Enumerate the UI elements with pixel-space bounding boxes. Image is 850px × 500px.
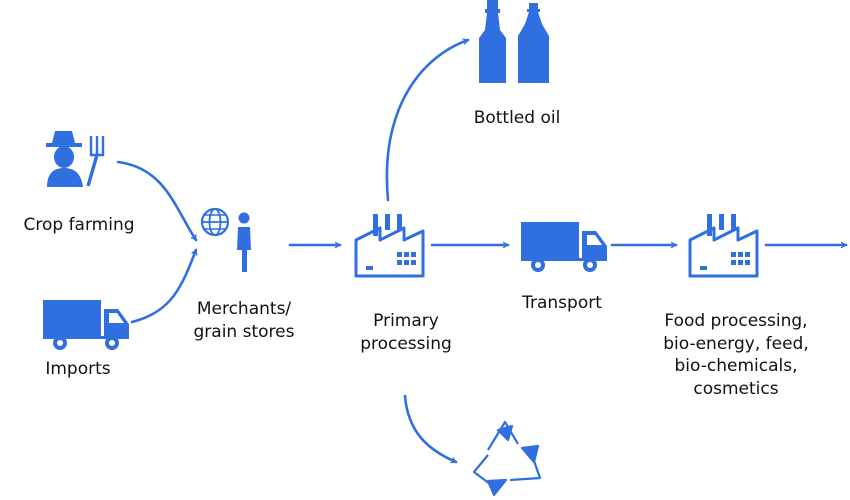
end-uses-line3: bio-chemicals, xyxy=(674,356,798,376)
enduse-factory-icon xyxy=(688,212,759,278)
bottled-oil-label: Bottled oil xyxy=(473,108,561,128)
end-uses-label: Food processing, bio-energy, feed, bio-c… xyxy=(648,310,824,400)
arrow-primary-to-bottled xyxy=(385,38,470,202)
imports-truck-icon xyxy=(43,300,129,350)
transport-label: Transport xyxy=(522,293,602,313)
primary-processing-label: Primary processing xyxy=(344,310,468,355)
primary-processing-label-line1: Primary xyxy=(373,311,439,331)
merchants-label-line2: grain stores xyxy=(193,321,295,342)
recycle-icon xyxy=(472,420,542,497)
flow-arrows xyxy=(116,38,848,464)
transport-truck-icon xyxy=(521,222,607,272)
end-uses-line1: Food processing, xyxy=(664,311,808,331)
oil-bottles-icon xyxy=(479,0,549,83)
merchants-label: Merchants/ grain stores xyxy=(182,298,306,343)
arrow-primary-to-recycling xyxy=(403,394,458,464)
merchants-label-line1: Merchants/ xyxy=(196,299,292,319)
end-uses-line4: cosmetics xyxy=(693,378,779,399)
primary-processing-label-line2: processing xyxy=(360,333,452,354)
merchant-globe-icon xyxy=(200,207,251,272)
primary-factory-icon xyxy=(354,212,425,278)
end-uses-line2: bio-energy, feed, xyxy=(663,333,809,354)
arrow-crop-to-merchants xyxy=(116,160,198,242)
arrow-imports-to-merchants xyxy=(130,248,198,324)
crop-farming-label: Crop farming xyxy=(23,215,135,235)
imports-label: Imports xyxy=(45,359,111,379)
farmer-icon xyxy=(46,131,105,187)
